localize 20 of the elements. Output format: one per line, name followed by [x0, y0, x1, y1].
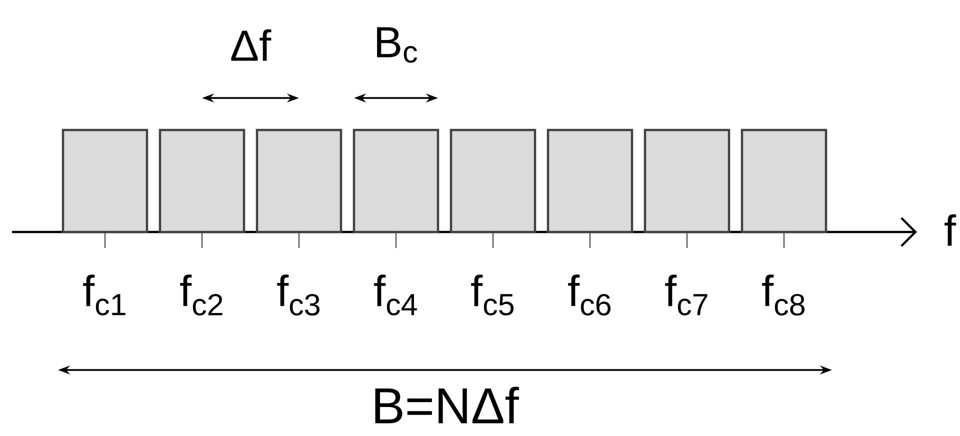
tick-label: f$_{c1}$	[83, 274, 126, 316]
subcarrier-box	[644, 128, 730, 234]
subcarrier-box	[256, 128, 342, 234]
subcarrier-box	[352, 128, 440, 234]
axis-label: f	[944, 214, 956, 246]
tick-label: f$_{c7}$	[665, 274, 708, 316]
tick-label: f$_{c8}$	[762, 274, 804, 316]
subcarrier-box	[546, 128, 634, 234]
tick-label: f$_{c6}$	[568, 274, 610, 316]
dimension-label: B$_{c}$	[377, 27, 418, 63]
subcarrier-box	[740, 128, 828, 234]
tick-label: f$_{c2}$	[180, 274, 222, 316]
subcarrier-box	[62, 128, 148, 234]
tick-label: f$_{c4}$	[374, 274, 417, 316]
dimension-label: B=NΔf	[375, 386, 519, 424]
subcarrier-box	[450, 128, 536, 234]
subcarrier-box	[158, 128, 246, 234]
dimension-label: Δf	[231, 29, 272, 61]
tick-label: f$_{c5}$	[471, 274, 514, 316]
tick-label: f$_{c3}$	[277, 274, 320, 316]
